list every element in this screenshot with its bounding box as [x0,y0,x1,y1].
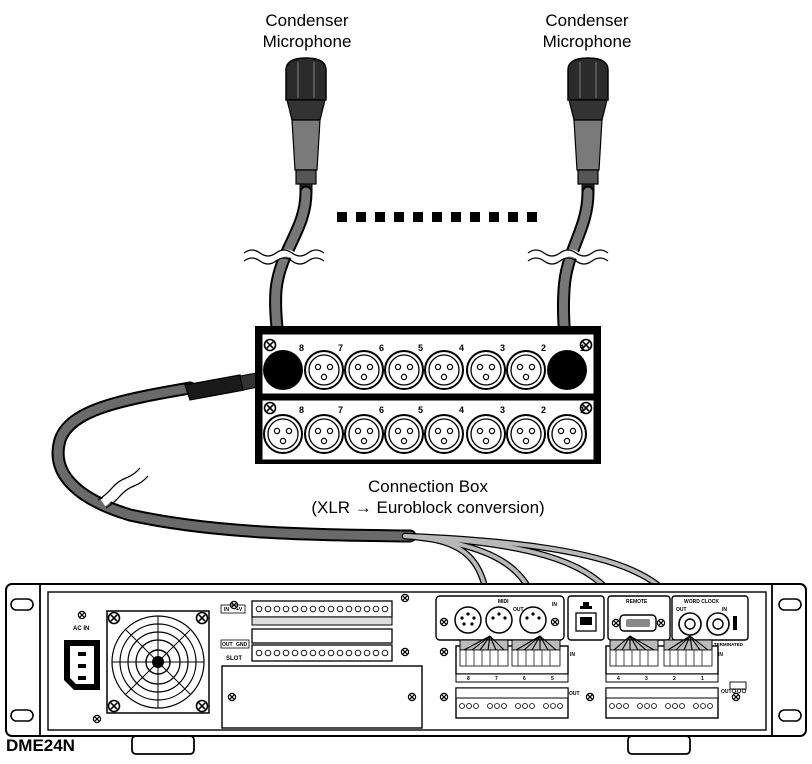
bot-ch-5: 3 [500,405,505,415]
terminated-label: 75Ω TERMINATED [704,642,744,647]
cable-break-right [527,249,609,265]
xlr-row-bottom-numbers: 8 7 6 5 4 3 2 1 [299,405,585,415]
top-ch-2: 6 [379,343,384,353]
microphone-right [567,57,609,193]
slot-plusv-label: +V [236,607,243,613]
left-out-label: OUT [569,691,580,697]
slot-label: SLOT [226,656,242,662]
euroblock-block-numbers: 8 7 6 5 4 3 2 1 [467,676,704,682]
bot-ch-0: 8 [299,405,304,415]
bot-ch-2: 6 [379,405,384,415]
model-label: DME24N [6,736,75,755]
connection-box-line1: Connection Box [367,477,489,496]
top-ch-1: 7 [338,343,343,353]
mic-right-label: Condenser Microphone [531,10,643,52]
slot-area: IN +V OUT GND SLOT [220,593,423,729]
right-out-label: OUT [721,689,732,695]
connection-box-line2: (XLR → Euroblock conversion) [311,498,545,517]
connection-box-label: Connection Box (XLR → Euroblock conversi… [270,476,586,518]
euroblock-plugs [459,635,713,667]
right-block-ch-0: 4 [617,676,620,682]
mic-left-line1: Condenser [265,11,349,30]
mic-right-line1: Condenser [545,11,629,30]
cable-break-left [243,249,325,265]
mic-left-label: Condenser Microphone [252,10,362,52]
slot-in-label: IN [224,607,229,613]
microphone-left [285,57,327,193]
ac-in-label: AC IN [73,626,89,632]
midi-label: MIDI [498,599,509,605]
midi-in-label: IN [552,602,557,608]
bot-ch-7: 1 [580,405,585,415]
left-block-ch-2: 6 [523,676,526,682]
word-clock-label: WORD CLOCK [684,599,719,605]
slot-gnd-label: GND [236,642,248,648]
xlr-row-top-numbers: 8 7 6 5 4 3 2 1 [299,343,585,353]
right-block-ch-3: 1 [701,676,704,682]
xlr-row-top [263,341,587,390]
bot-ch-4: 4 [459,405,464,415]
mic-right-line2: Microphone [542,32,632,51]
top-ch-4: 4 [459,343,464,353]
right-in-label: IN [718,652,723,658]
wc-in-label: IN [722,607,727,613]
midi-out-label: OUT [513,607,524,613]
right-block-ch-1: 3 [645,676,648,682]
ellipsis-dots [337,212,537,222]
bot-ch-3: 5 [418,405,423,415]
top-ch-7: 1 [580,343,585,353]
remote-label: REMOTE [626,599,648,605]
left-in-label: IN [570,652,575,658]
bot-ch-1: 7 [338,405,343,415]
mic-left-line2: Microphone [262,32,352,51]
right-block-ch-2: 2 [673,676,676,682]
left-block-ch-1: 7 [495,676,498,682]
ac-inlet: AC IN [64,626,100,690]
top-ch-5: 3 [500,343,505,353]
bot-ch-6: 2 [541,405,546,415]
cooling-fan [106,610,210,714]
top-ch-3: 5 [418,343,423,353]
left-block-ch-3: 5 [551,676,554,682]
top-ch-6: 2 [541,343,546,353]
top-ch-0: 8 [299,343,304,353]
snake-break [97,467,149,509]
wc-out-label: OUT [676,607,687,613]
euroblock-outputs: OUT OUT [455,681,747,719]
slot-out-label: OUT [222,642,233,648]
left-block-ch-0: 8 [467,676,470,682]
